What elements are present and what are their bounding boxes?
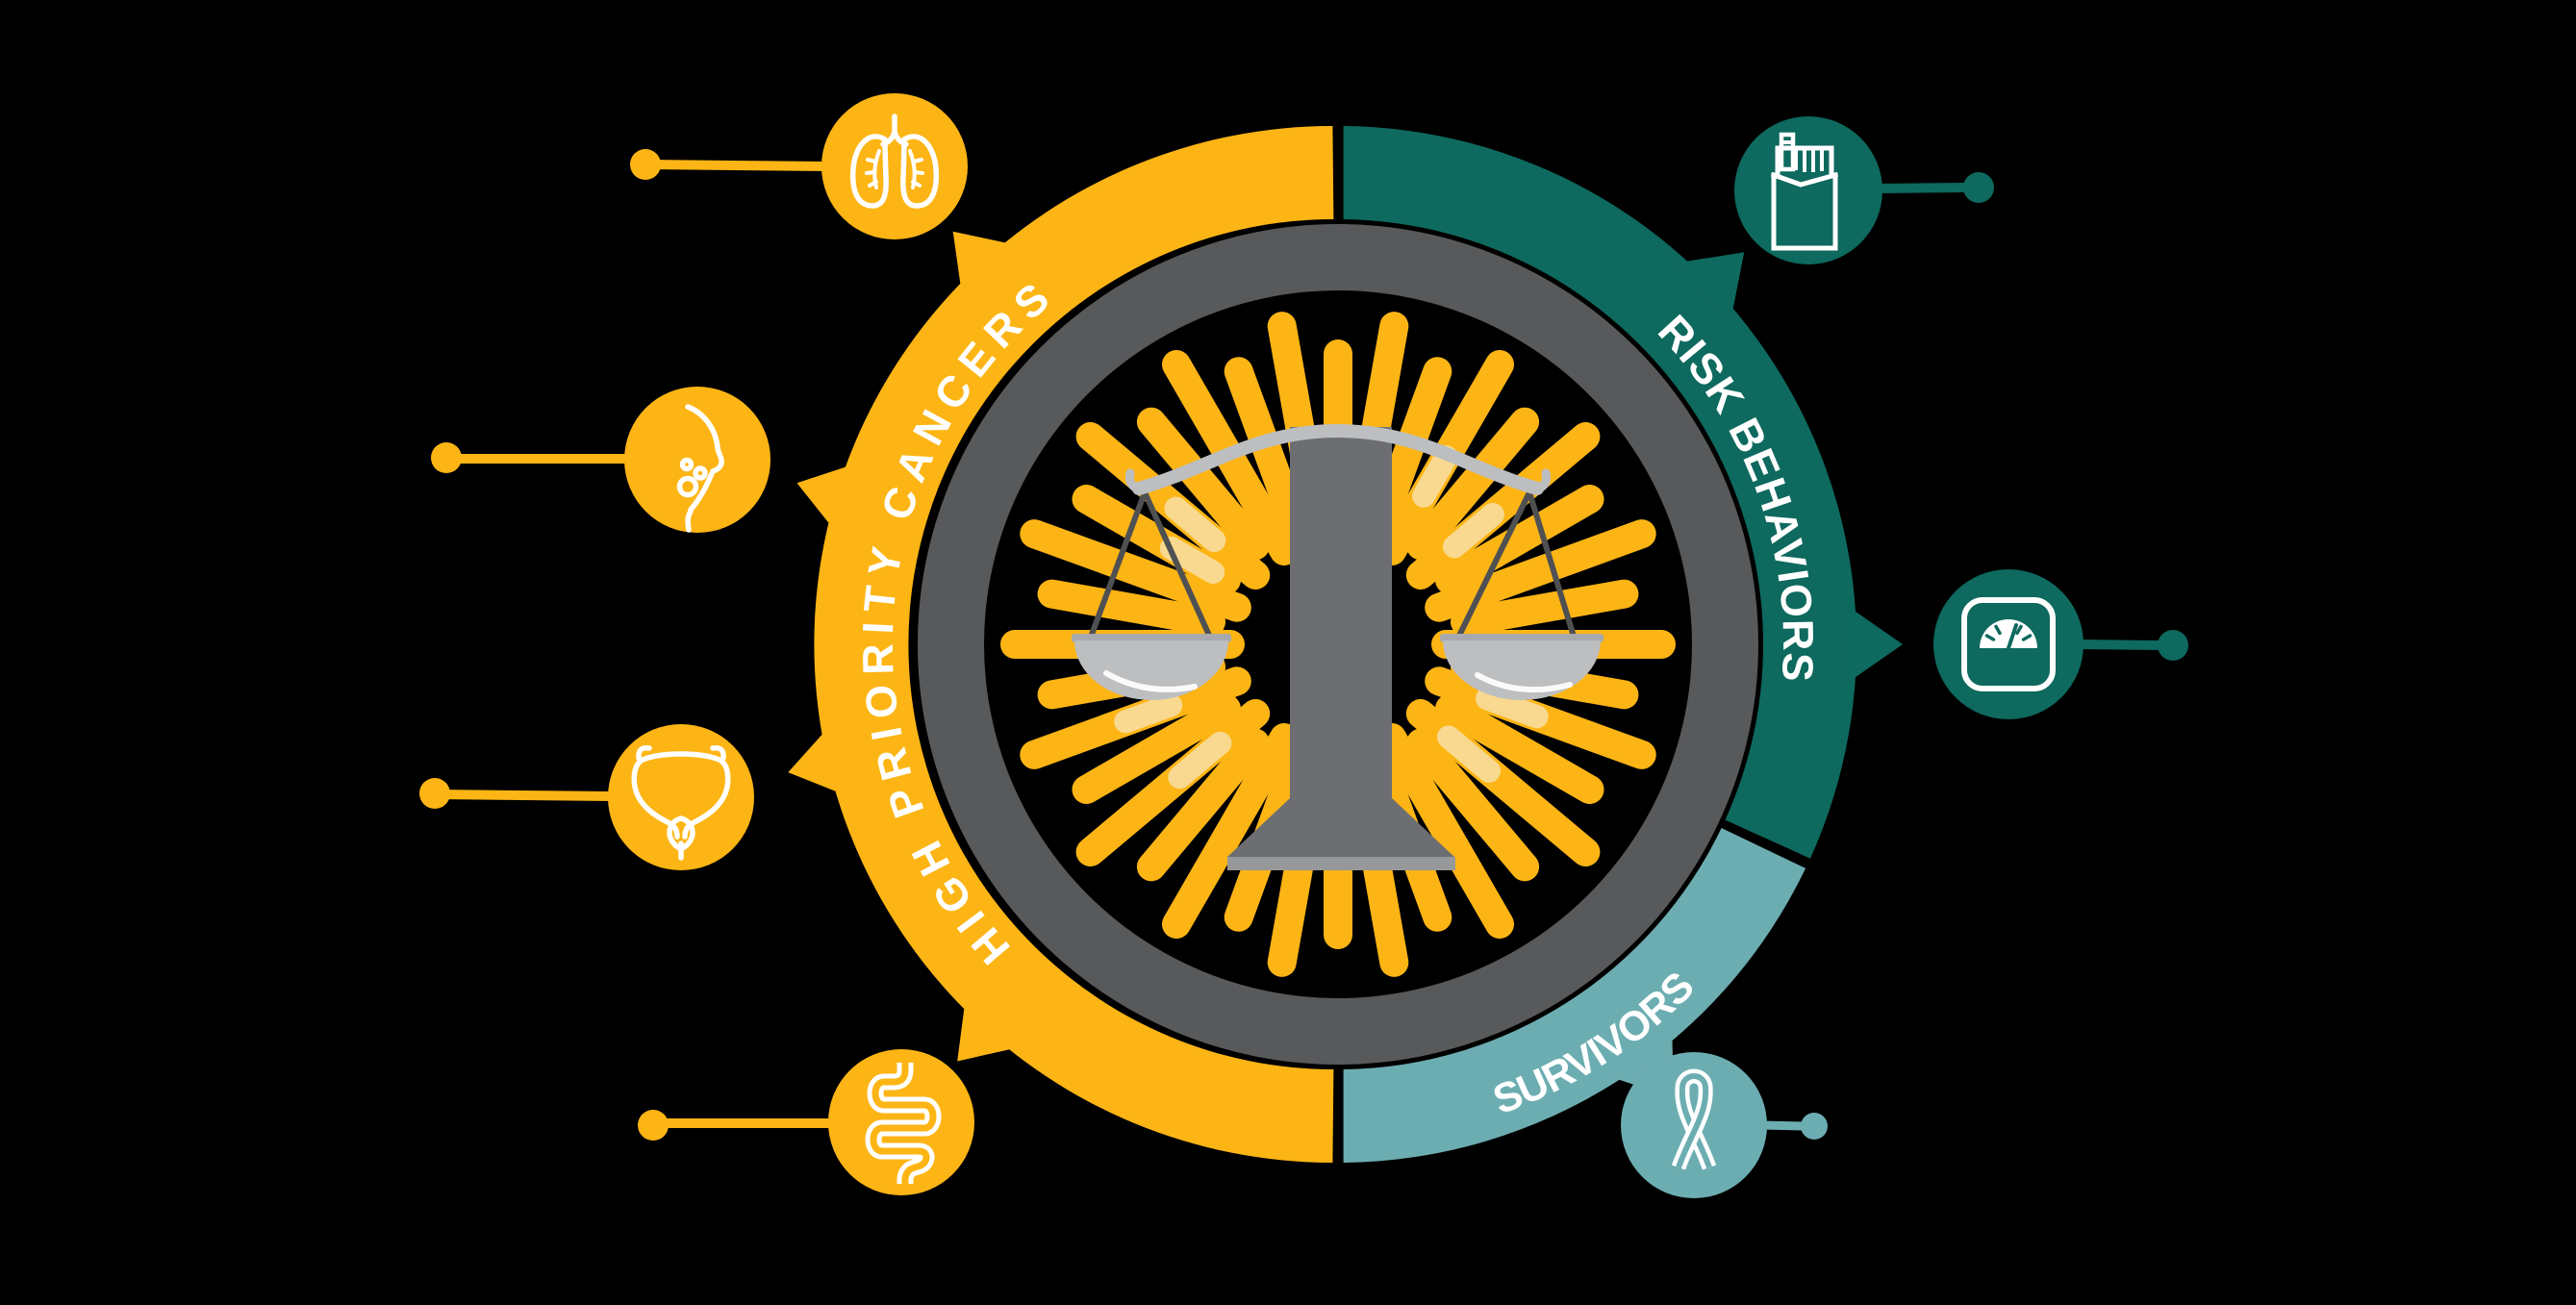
connector-dot [630, 149, 661, 180]
connector-dot [419, 778, 450, 809]
pointer-intestines [957, 991, 1027, 1062]
sunburst-ray [1451, 579, 1639, 637]
node-intestines [638, 1049, 974, 1195]
sunburst-ray [1114, 693, 1183, 734]
breast-icon [676, 404, 724, 533]
segment-survivors [1343, 828, 1806, 1163]
node-ribbon [1621, 1052, 1828, 1198]
node-circle [821, 93, 968, 239]
sunburst-ray [1443, 503, 1504, 559]
intestines-icon [865, 1062, 942, 1189]
node-bladder [419, 724, 754, 870]
sunburst-ray [1136, 407, 1270, 561]
segment-high-priority-cancers [814, 126, 1334, 1163]
connector-dot [1801, 1113, 1828, 1140]
lungs-icon [849, 113, 940, 209]
cigarette-pack-icon [1770, 132, 1839, 251]
connector-dot [431, 442, 462, 473]
sunburst-ray [1136, 728, 1270, 882]
pointer-cigarettes [1674, 252, 1745, 322]
sunburst-ray [1476, 687, 1549, 729]
node-circle [1734, 116, 1882, 264]
sunburst-ray [1435, 485, 1604, 594]
node-cigarettes [1734, 116, 1994, 264]
pointer-lungs [952, 231, 1023, 302]
balance-scale-icon [1072, 423, 1604, 870]
connector-dot [2158, 630, 2188, 661]
sunburst-ray [1406, 728, 1540, 882]
scale-base-plate [1227, 857, 1455, 870]
weight-scale-icon [1961, 597, 2056, 691]
node-weight-scale [1933, 569, 2188, 719]
bladder-icon [631, 744, 731, 861]
pointer-breast [796, 461, 865, 540]
sunburst-ray [1164, 496, 1226, 552]
awareness-ribbon-icon [1671, 1068, 1717, 1170]
scale-pillar [1290, 427, 1392, 812]
node-lungs [630, 93, 968, 239]
sunburst-ray [1162, 723, 1299, 939]
pointer-weight-scale [1844, 603, 1903, 686]
pointer-bladder [788, 719, 854, 799]
sunburst-ray [1168, 731, 1232, 790]
sunburst-ray [1406, 407, 1540, 561]
scale-foot [1227, 798, 1454, 857]
connector-dot [638, 1110, 669, 1141]
sunburst-ray [1072, 694, 1241, 804]
scale-strings [1087, 489, 1578, 642]
sunburst-ray [1037, 579, 1225, 637]
scale-beam [1124, 423, 1552, 495]
sunburst-ray [1020, 519, 1251, 622]
sunburst-ray [1412, 445, 1458, 508]
sunburst-ray [1159, 537, 1225, 584]
node-breast [431, 387, 770, 533]
sunburst-ray [1436, 725, 1501, 783]
sunburst-ray [1425, 519, 1656, 622]
connector-dot [1963, 172, 1994, 203]
scale-pans [1072, 634, 1604, 700]
sunburst-ray [1377, 723, 1514, 939]
node-circle [624, 387, 770, 533]
sunburst-ray [1435, 694, 1604, 804]
